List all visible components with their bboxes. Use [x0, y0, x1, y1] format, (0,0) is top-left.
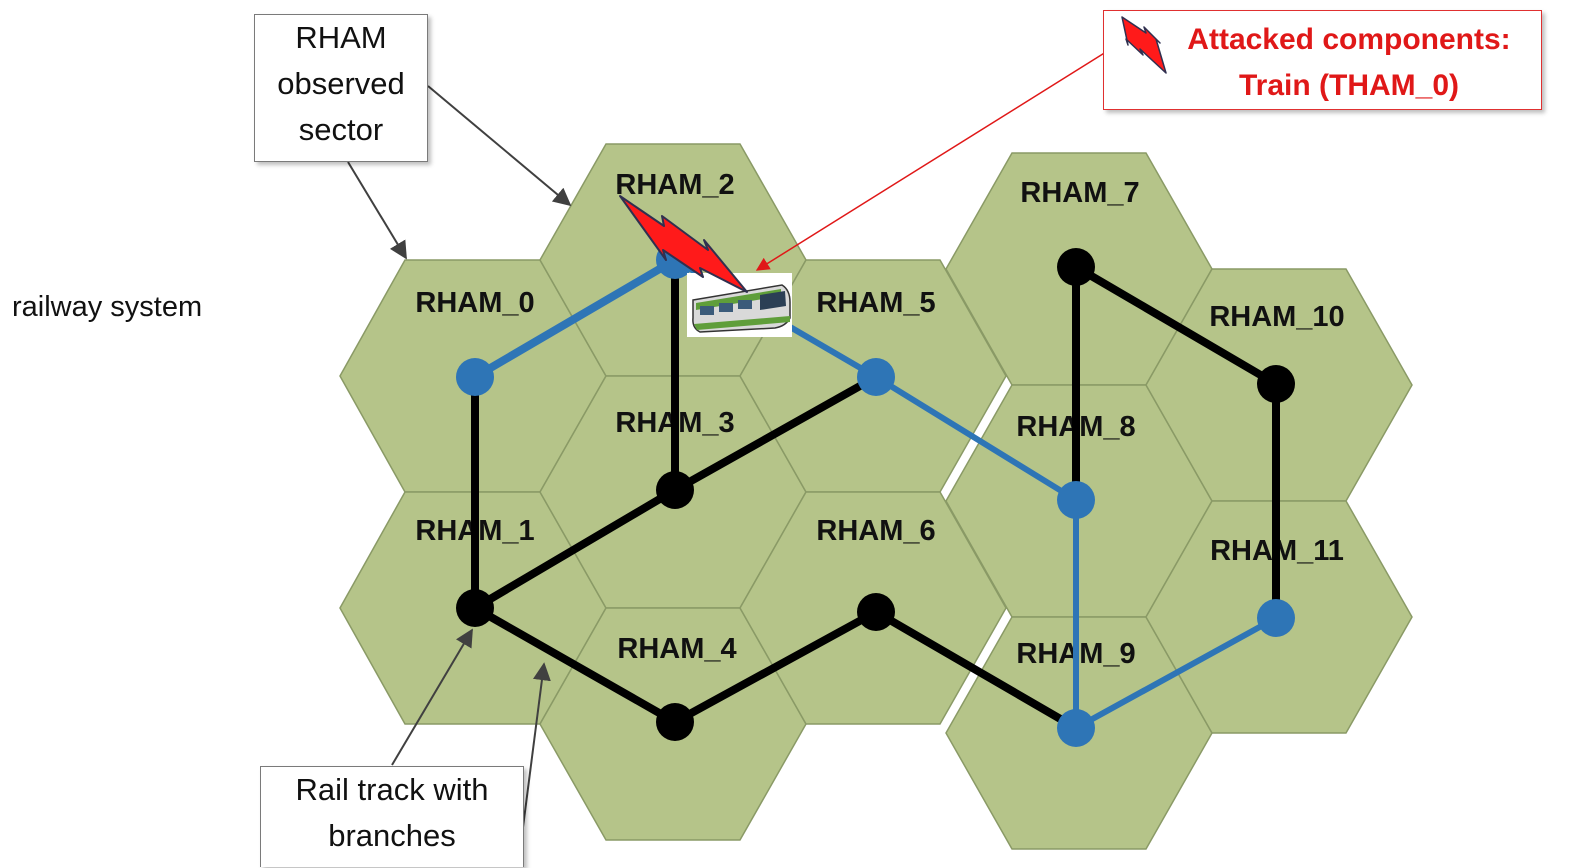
track-segment [872, 608, 1080, 732]
train-route-segment [1073, 615, 1279, 731]
track-node [456, 358, 494, 396]
track-node [656, 471, 694, 509]
track-node [1057, 481, 1095, 519]
attack-callout-line-2: Train (THAM_0) [1238, 69, 1460, 102]
train-route-segment [873, 374, 1079, 503]
cell-label-rham-6: RHAM_6 [816, 515, 935, 547]
cell-label-rham-4: RHAM_4 [617, 633, 736, 665]
cell-label-rham-10: RHAM_10 [1209, 301, 1344, 333]
hex-grid [339, 143, 1413, 850]
lightning-bolt-icon [619, 195, 748, 293]
cell-label-rham-7: RHAM_7 [1020, 177, 1139, 209]
track-node [1257, 599, 1295, 637]
lightning-bolt-icon [1121, 16, 1167, 74]
track-callout-line-1: Rail track with [295, 772, 489, 807]
attack-arrow [755, 51, 1107, 271]
track-node [857, 358, 895, 396]
train-route-segment [471, 256, 679, 381]
track-node [857, 593, 895, 631]
track-segment [471, 604, 679, 726]
sector-callout-line-2: observed [277, 66, 405, 101]
track-node [656, 703, 694, 741]
callout-arrow [347, 161, 407, 260]
track-node [1057, 709, 1095, 747]
track-node [1057, 248, 1095, 286]
track-callout: Rail track with branches [260, 766, 524, 867]
cell-label-rham-5: RHAM_5 [816, 287, 935, 319]
sector-callout-line-3: sector [298, 112, 384, 147]
sector-callout-line-1: RHAM [295, 20, 387, 55]
side-label: railway system [12, 291, 203, 323]
callout-arrow [427, 85, 572, 207]
rail-track [471, 256, 1280, 732]
track-node [1257, 365, 1295, 403]
callout-arrow [521, 662, 551, 836]
attack-callout-line-1: Attacked components: [1187, 23, 1511, 56]
track-segment [471, 486, 679, 612]
track-segment [671, 608, 880, 726]
track-segment [671, 373, 880, 494]
cell-label-rham-0: RHAM_0 [415, 287, 534, 319]
sector-callout: RHAM observed sector [254, 14, 428, 162]
track-callout-line-2: branches [328, 818, 456, 853]
attack-callout: Attacked components: Train (THAM_0) [1103, 10, 1542, 110]
track-segment [1072, 263, 1280, 388]
track-node [456, 589, 494, 627]
callout-arrow [391, 628, 473, 766]
cell-label-rham-2: RHAM_2 [615, 169, 734, 201]
